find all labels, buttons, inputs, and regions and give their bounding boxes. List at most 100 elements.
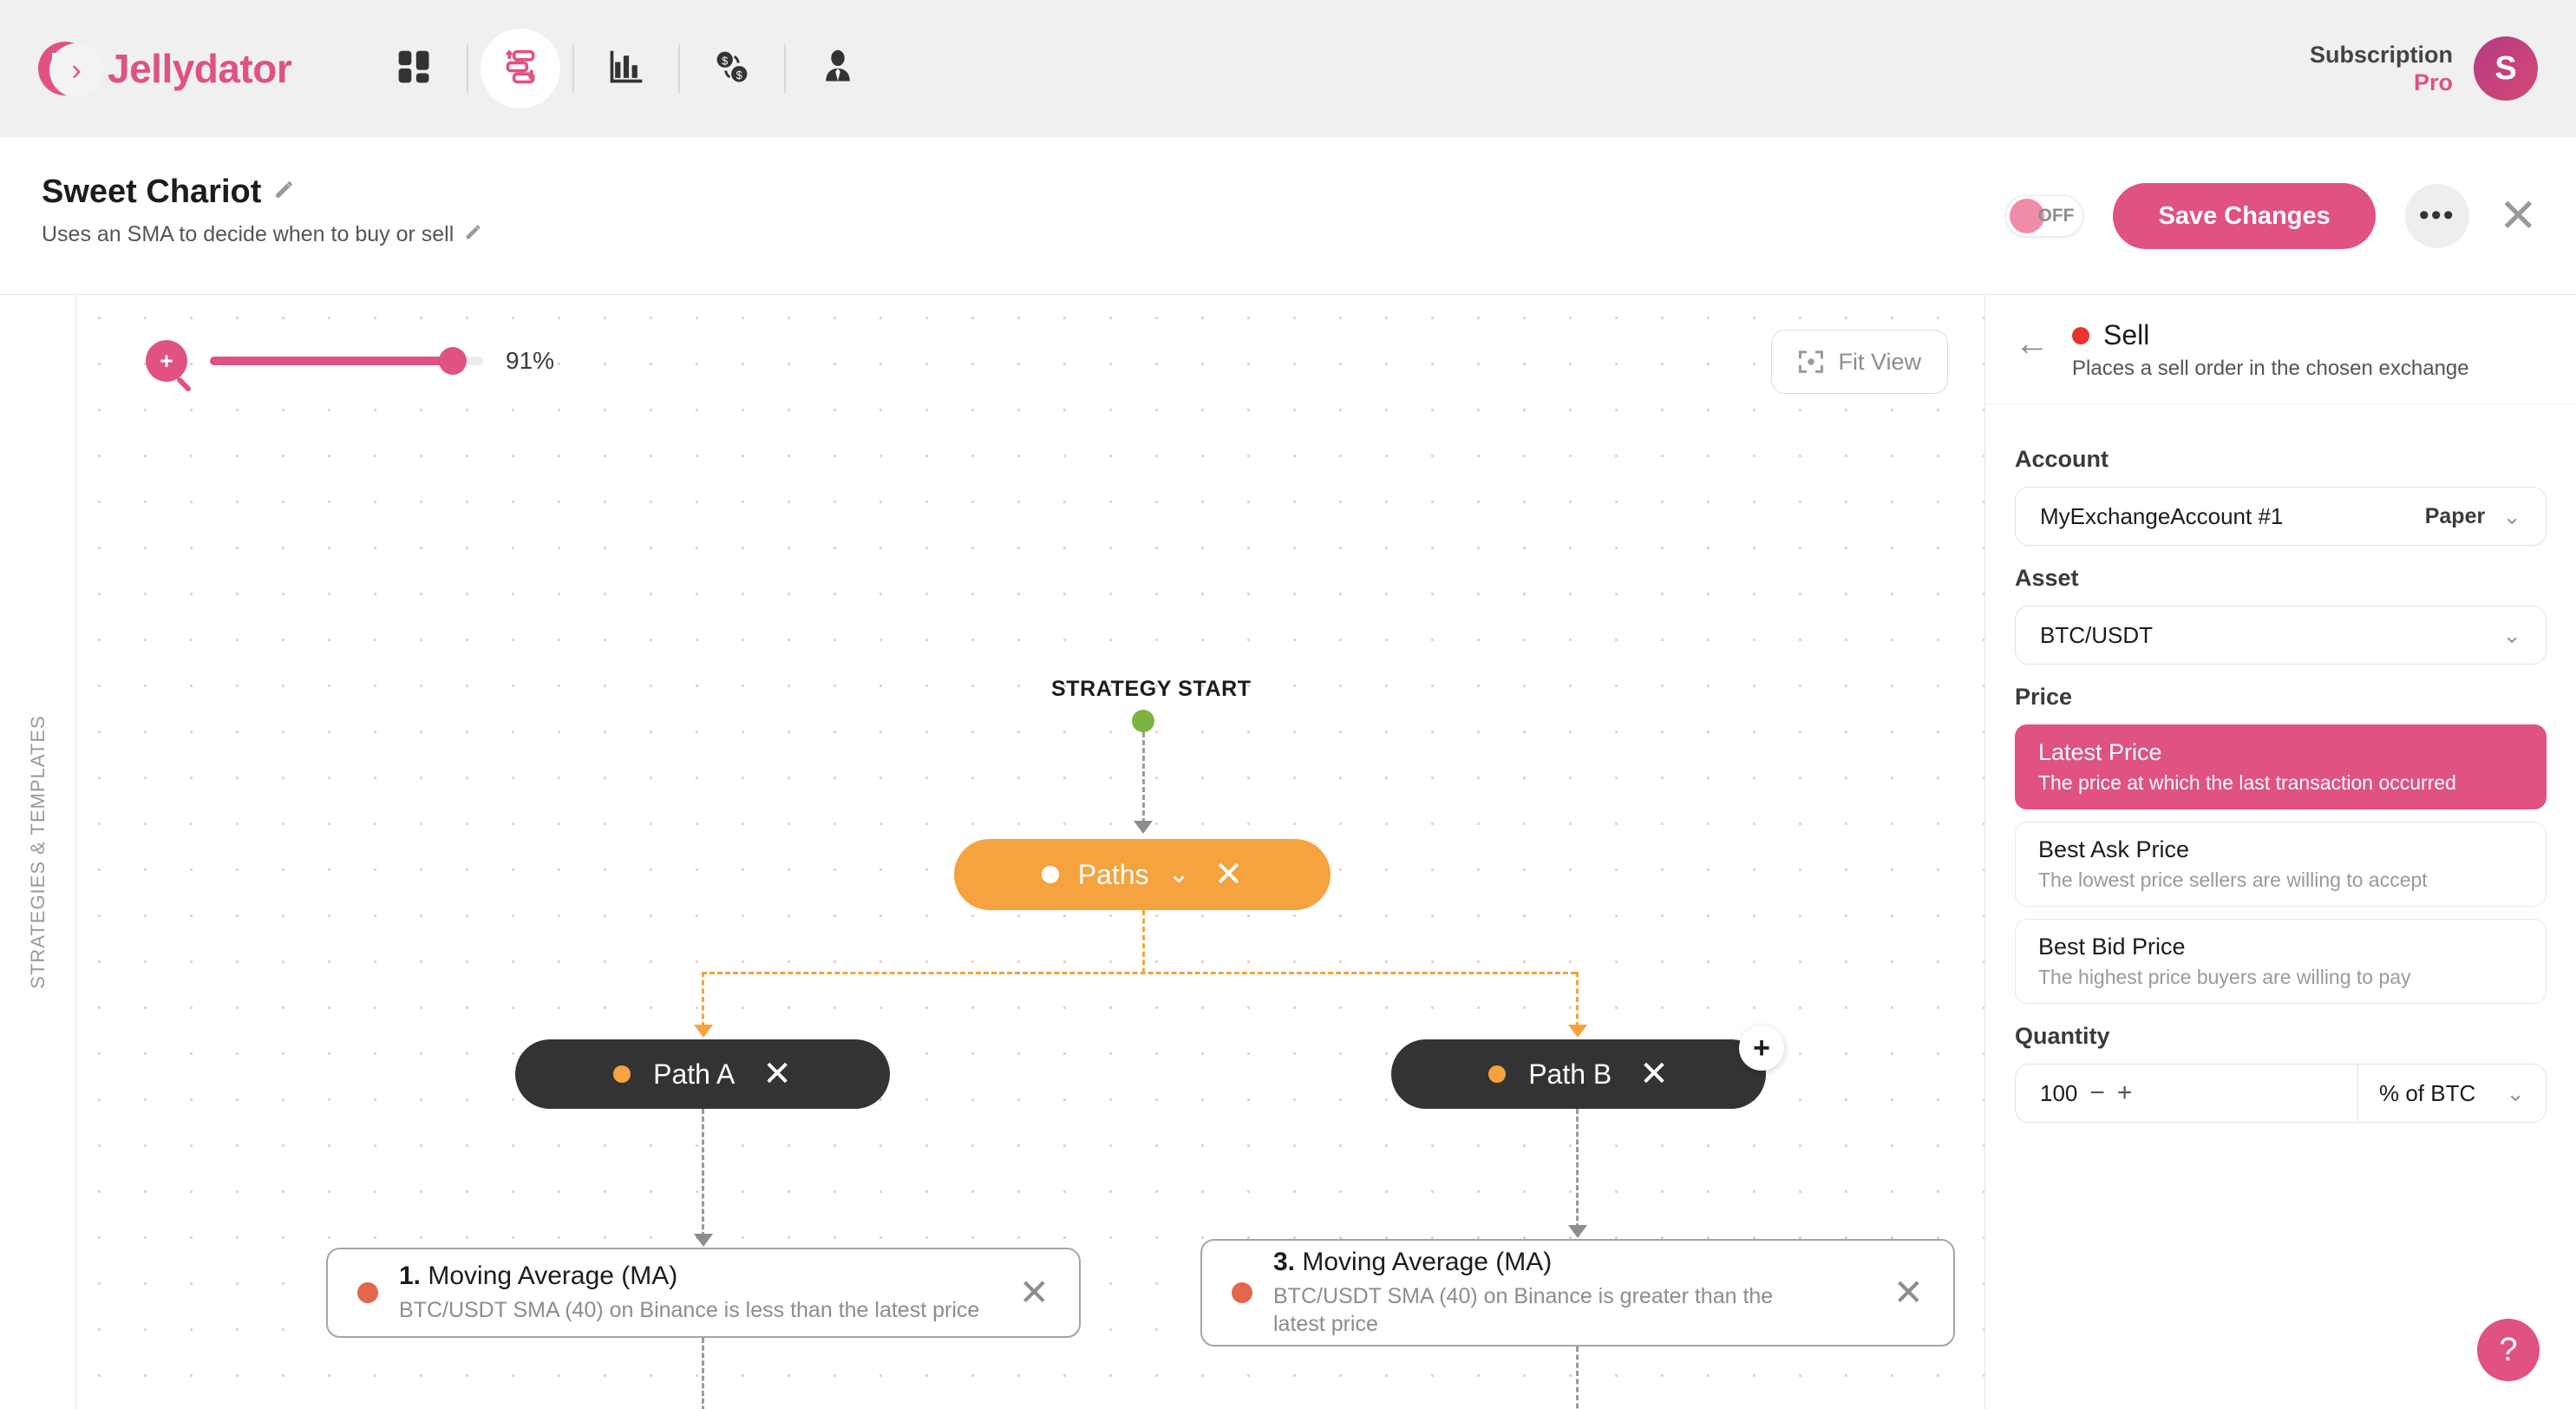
nav-account-button[interactable] — [798, 29, 878, 108]
close-icon[interactable]: ✕ — [1639, 1055, 1669, 1093]
edge-ma3-to-sell — [1576, 1347, 1579, 1409]
nav-divider — [572, 44, 575, 93]
page-subtitle: Uses an SMA to decide when to buy or sel… — [42, 222, 454, 246]
close-icon[interactable]: ✕ — [1018, 1272, 1049, 1313]
price-option-latest[interactable]: Latest Price The price at which the last… — [2015, 724, 2547, 809]
quantity-increment-button[interactable]: + — [2116, 1078, 2133, 1107]
edge-arrow — [1134, 821, 1153, 834]
quantity-unit-select[interactable]: % of BTC ⌄ — [2357, 1064, 2547, 1123]
zoom-slider-knob[interactable] — [439, 347, 467, 375]
nav-strategy-button[interactable] — [481, 29, 561, 108]
chevron-down-icon[interactable]: ⌄ — [2502, 502, 2521, 529]
close-icon[interactable]: ✕ — [1213, 855, 1244, 894]
flow-canvas[interactable]: + 91% Fit View STRATEGY START P — [76, 295, 1984, 1409]
top-navbar: Jellydator — [0, 0, 2576, 137]
fit-view-button[interactable]: Fit View — [1771, 330, 1948, 394]
help-button[interactable]: ? — [2477, 1319, 2540, 1381]
node-content: 3. Moving Average (MA) BTC/USDT SMA (40)… — [1273, 1248, 1874, 1339]
node-title-text: Moving Average (MA) — [1302, 1247, 1553, 1276]
strategies-templates-rail: STRATEGIES & TEMPLATES — [0, 295, 76, 1409]
sell-status-dot — [2072, 326, 2089, 344]
subscription-text: Subscription Pro — [2310, 41, 2453, 97]
edge-start-to-paths — [1142, 732, 1145, 823]
node-path-a[interactable]: Path A ✕ — [515, 1039, 890, 1109]
edit-title-pencil-icon[interactable] — [273, 178, 296, 206]
price-label: Price — [2015, 684, 2073, 710]
add-node-button[interactable]: + — [1739, 1026, 1784, 1071]
node-settings-panel: ← Sell Places a sell order in the chosen… — [1984, 295, 2576, 1409]
node-description: BTC/USDT SMA (40) on Binance is less tha… — [399, 1297, 980, 1322]
price-option-best-ask[interactable]: Best Ask Price The lowest price sellers … — [2015, 822, 2547, 907]
panel-subtitle: Places a sell order in the chosen exchan… — [2072, 357, 2469, 380]
node-title-text: Moving Average (MA) — [428, 1261, 678, 1290]
nav-divider — [467, 44, 469, 93]
zoom-in-magnifier-icon[interactable]: + — [146, 340, 187, 382]
close-icon[interactable]: ✕ — [2498, 190, 2538, 242]
node-path-b-label: Path B — [1528, 1058, 1612, 1090]
strategy-on-off-toggle[interactable]: OFF — [2005, 195, 2084, 237]
edge-paths-bus — [702, 972, 1576, 974]
zoom-slider-fill — [210, 357, 458, 365]
node-title: 3. Moving Average (MA) — [1273, 1248, 1874, 1277]
edit-desc-pencil-icon[interactable] — [464, 222, 483, 247]
edge-ma1-to-buy — [702, 1338, 704, 1409]
subscription-area[interactable]: Subscription Pro S — [2310, 0, 2538, 137]
asset-select[interactable]: BTC/USDT ⌄ — [2015, 606, 2547, 665]
edge-path-a-to-ma1 — [702, 1109, 704, 1237]
bar-chart-icon — [607, 48, 645, 90]
quantity-stepper: 100 − + % of BTC ⌄ — [2015, 1064, 2547, 1123]
panel-title: Sell — [2103, 319, 2150, 351]
price-options-group: Latest Price The price at which the last… — [2015, 724, 2547, 1004]
rail-label: STRATEGIES & TEMPLATES — [26, 715, 49, 989]
price-option-desc: The highest price buyers are willing to … — [2038, 966, 2411, 988]
strategy-title-row: Sweet Chariot — [42, 174, 296, 211]
expand-sidebar-button[interactable]: › — [49, 43, 103, 97]
node-path-a-label: Path A — [653, 1058, 736, 1090]
close-icon[interactable]: ✕ — [762, 1055, 792, 1093]
chevron-down-icon[interactable]: ⌄ — [2502, 621, 2521, 648]
back-arrow-icon[interactable]: ← — [2015, 324, 2050, 363]
strategy-flow-icon — [501, 48, 539, 90]
chevron-down-icon[interactable]: ⌄ — [1167, 860, 1190, 888]
panel-title-row: Sell — [2072, 319, 2469, 351]
save-changes-button[interactable]: Save Changes — [2113, 183, 2376, 249]
nav-divider — [784, 44, 787, 93]
nav-exchange-button[interactable]: $ $ — [692, 29, 772, 108]
node-title: 1. Moving Average (MA) — [399, 1262, 1000, 1291]
edge-to-path-b — [1576, 972, 1579, 1027]
account-value: MyExchangeAccount #1 — [2040, 502, 2284, 529]
toggle-knob — [2010, 199, 2045, 233]
strategy-desc-row: Uses an SMA to decide when to buy or sel… — [42, 222, 483, 247]
page-title: Sweet Chariot — [42, 174, 262, 210]
close-icon[interactable]: ✕ — [1893, 1272, 1924, 1313]
strategy-toolbar: Sweet Chariot Uses an SMA to decide when… — [0, 137, 2576, 295]
node-status-dot — [613, 1065, 631, 1083]
subscription-label: Subscription — [2309, 41, 2453, 68]
more-options-button[interactable]: ••• — [2404, 184, 2469, 248]
edge-arrow — [1568, 1225, 1587, 1238]
price-option-best-bid[interactable]: Best Bid Price The highest price buyers … — [2015, 919, 2547, 1004]
exchange-money-icon: $ $ — [713, 48, 751, 90]
node-paths-label: Paths — [1077, 858, 1149, 890]
asset-label: Asset — [2015, 565, 2079, 591]
quantity-input[interactable]: 100 − + — [2015, 1064, 2357, 1123]
node-moving-average-1[interactable]: 1. Moving Average (MA) BTC/USDT SMA (40)… — [326, 1248, 1081, 1338]
asset-value: BTC/USDT — [2040, 621, 2153, 648]
edge-paths-stem — [1142, 910, 1145, 973]
avatar[interactable]: S — [2474, 36, 2538, 101]
price-option-desc: The price at which the last transaction … — [2038, 771, 2456, 794]
edge-arrow — [694, 1234, 713, 1247]
nav-analytics-button[interactable] — [586, 29, 666, 108]
edge-arrow — [1568, 1025, 1587, 1038]
zoom-slider[interactable] — [210, 347, 483, 375]
user-account-icon — [819, 48, 857, 90]
nav-dashboard-button[interactable] — [375, 29, 454, 108]
panel-header: ← Sell Places a sell order in the chosen… — [1985, 295, 2576, 404]
node-path-b[interactable]: Path B ✕ — [1391, 1039, 1766, 1109]
chevron-down-icon[interactable]: ⌄ — [2506, 1079, 2525, 1106]
node-paths[interactable]: Paths ⌄ ✕ — [954, 839, 1330, 910]
quantity-decrement-button[interactable]: − — [2089, 1078, 2105, 1107]
account-label: Account — [2015, 446, 2109, 472]
account-select[interactable]: MyExchangeAccount #1 Paper ⌄ — [2015, 487, 2547, 546]
node-moving-average-3[interactable]: 3. Moving Average (MA) BTC/USDT SMA (40)… — [1200, 1239, 1955, 1347]
